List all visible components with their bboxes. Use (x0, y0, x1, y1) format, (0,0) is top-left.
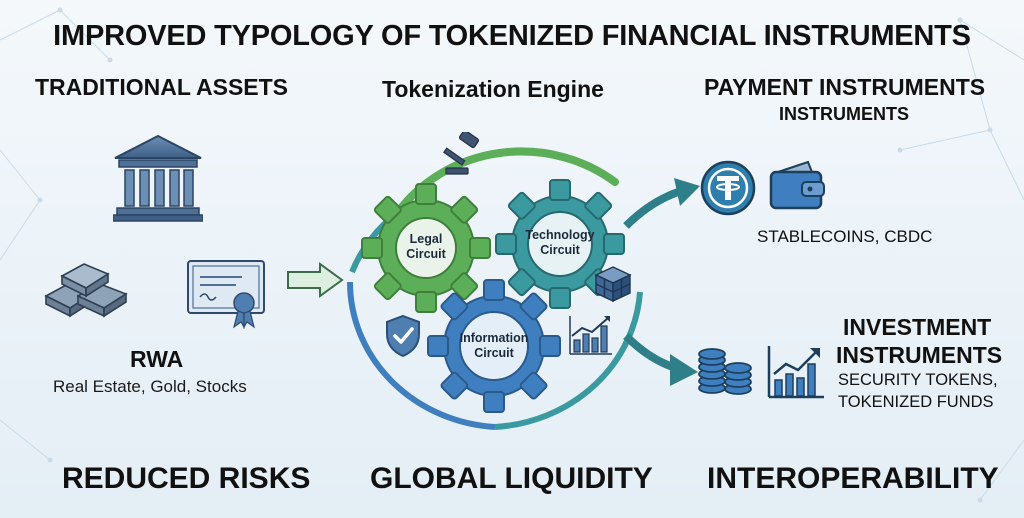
legal-gear-icon (361, 183, 491, 313)
footer-benefit-3: INTEROPERABILITY (707, 462, 999, 495)
payment-instruments-text: STABLECOINS, CBDC (757, 227, 933, 246)
column-subheading-instruments: INSTRUMENTS (779, 104, 909, 124)
tether-coin-icon (700, 160, 756, 216)
rwa-description: Real Estate, Gold, Stocks (53, 377, 247, 396)
footer-benefit-1: REDUCED RISKS (62, 462, 311, 495)
gavel-icon (443, 132, 480, 175)
output-arrow-investment (623, 333, 698, 386)
output-arrow-payment (623, 178, 700, 229)
page-title: IMPROVED TYPOLOGY OF TOKENIZED FINANCIAL… (53, 20, 971, 52)
information-gear-icon (427, 279, 561, 413)
column-heading-payment-instruments: PAYMENT INSTRUMENTS (704, 74, 986, 100)
bank-building-icon (113, 134, 203, 222)
investment-text-line1: SECURITY TOKENS, (838, 371, 998, 389)
investment-heading-line1: INVESTMENT (843, 314, 992, 340)
shield-check-icon (386, 314, 420, 358)
cube-icon (594, 266, 632, 303)
column-heading-tokenization-engine: Tokenization Engine (382, 76, 604, 102)
footer-benefit-2: GLOBAL LIQUIDITY (370, 462, 653, 495)
investment-heading-line2: INSTRUMENTS (836, 342, 1003, 368)
growth-chart-icon (767, 346, 824, 399)
bar-chart-icon (569, 316, 612, 355)
investment-text-line2: TOKENIZED FUNDS (838, 393, 994, 411)
technology-gear-icon (495, 179, 625, 309)
rwa-heading: RWA (130, 346, 184, 372)
wallet-icon (769, 160, 825, 210)
certificate-icon (187, 260, 265, 329)
input-arrow-icon (287, 262, 344, 298)
gold-bars-icon (44, 263, 128, 318)
coin-stacks-icon (698, 348, 752, 395)
engine-ring (346, 147, 643, 430)
column-heading-traditional-assets: TRADITIONAL ASSETS (35, 74, 289, 100)
